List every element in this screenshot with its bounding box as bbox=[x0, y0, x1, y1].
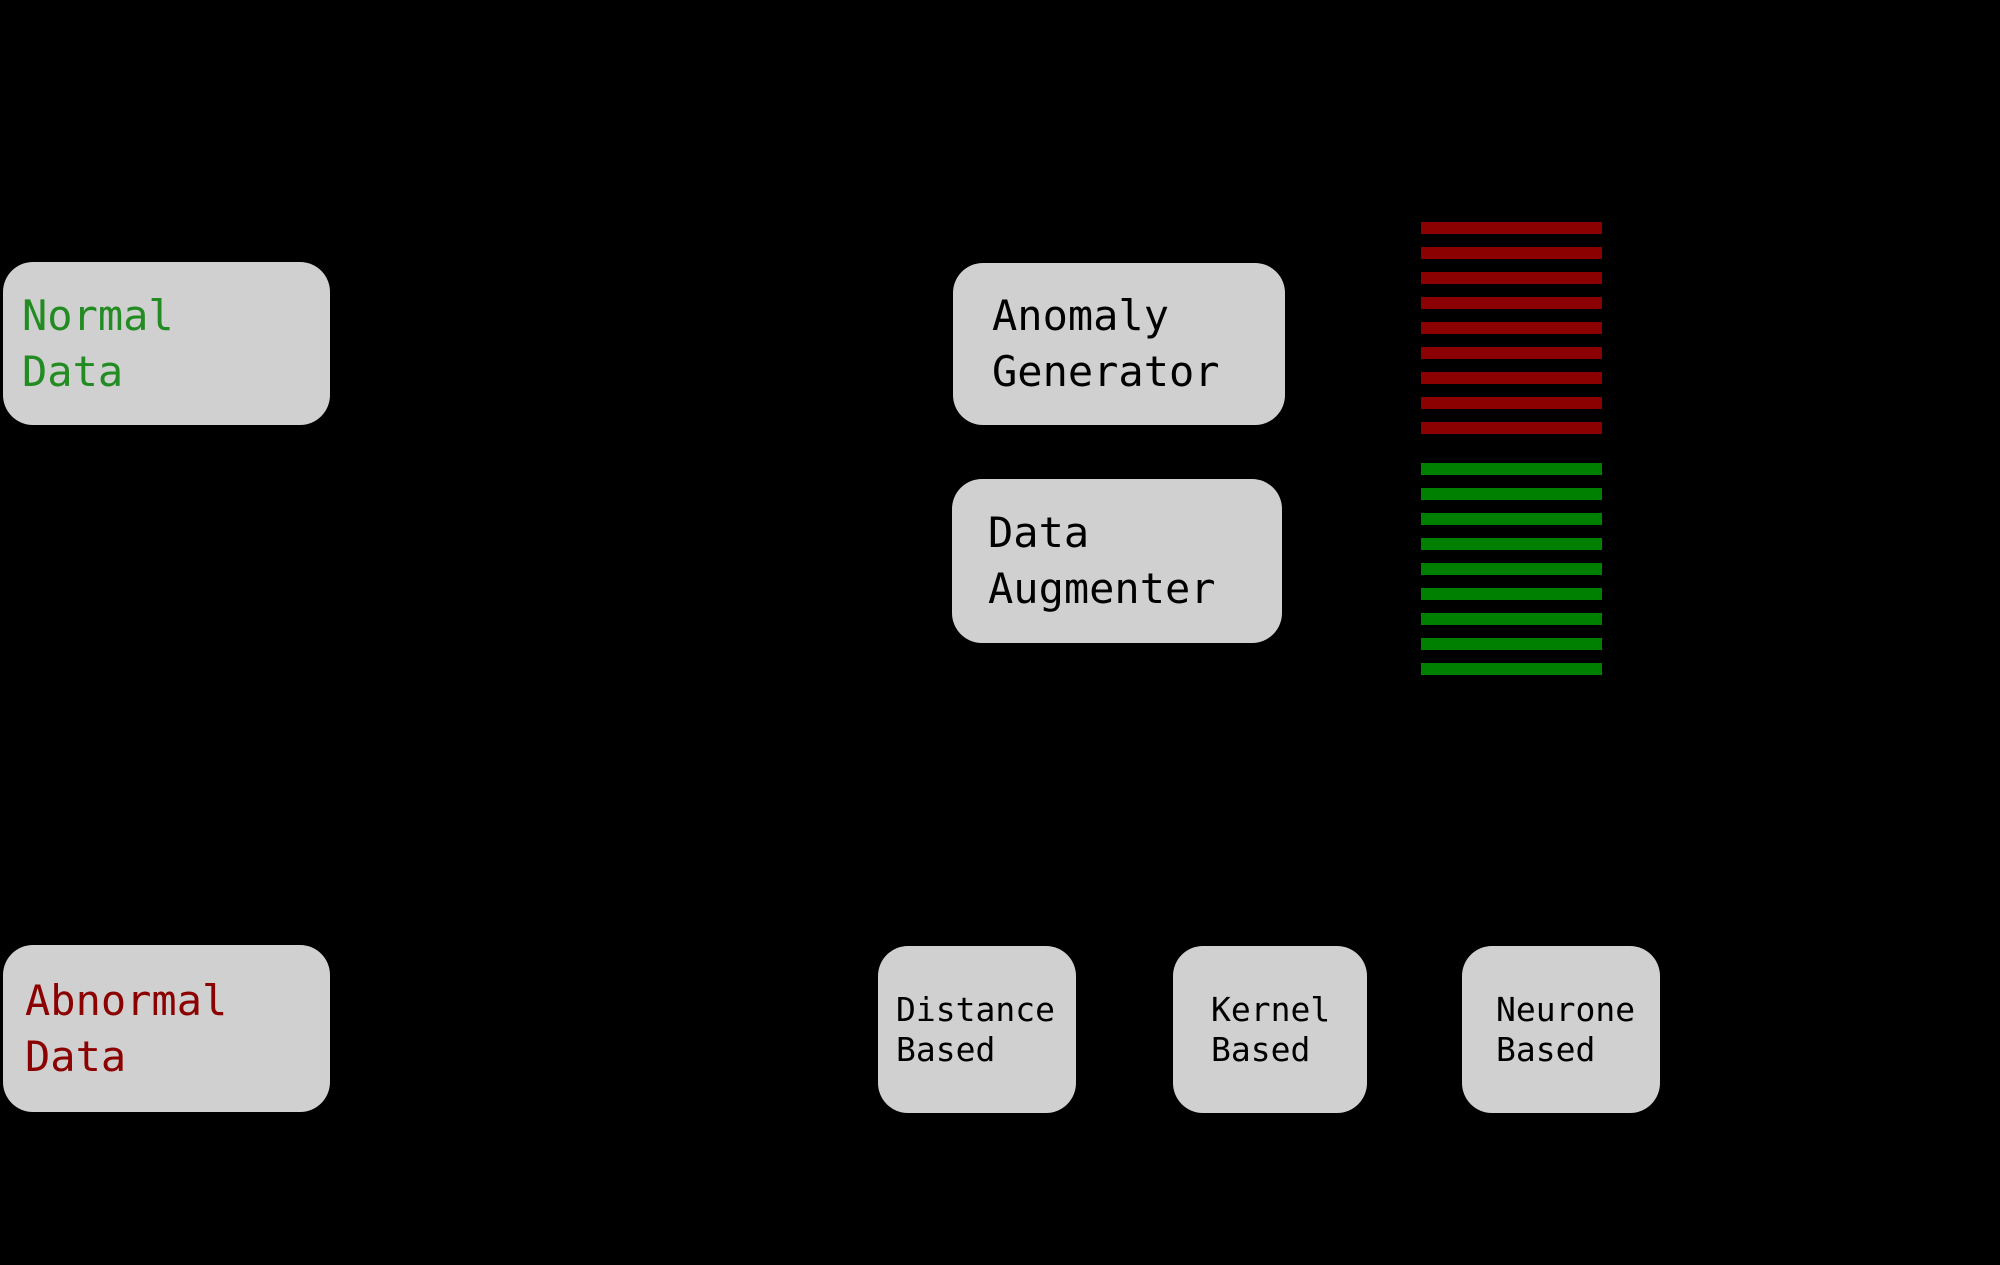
kernel-based-label-line1: Kernel bbox=[1211, 989, 1331, 1029]
normal-data-row bbox=[1421, 638, 1602, 650]
normal-data-row bbox=[1421, 613, 1602, 625]
anomaly-generator-node: Anomaly Generator bbox=[953, 263, 1285, 425]
neurone-based-label-line2: Based bbox=[1496, 1029, 1596, 1069]
abnormal-data-label-line1: Abnormal bbox=[25, 975, 228, 1025]
abnormal-data-row bbox=[1421, 297, 1602, 309]
abnormal-data-label-line2: Data bbox=[25, 1031, 127, 1081]
data-augmenter-label-line1: Data bbox=[988, 508, 1090, 557]
abnormal-data-stripes bbox=[1421, 222, 1602, 434]
data-augmenter-label-line2: Augmenter bbox=[988, 564, 1216, 613]
abnormal-data-row bbox=[1421, 397, 1602, 409]
distance-based-node: Distance Based bbox=[878, 946, 1076, 1113]
distance-based-label-line2: Based bbox=[896, 1029, 996, 1069]
abnormal-data-row bbox=[1421, 247, 1602, 259]
normal-data-label-line1: Normal bbox=[22, 290, 174, 340]
kernel-based-label-line2: Based bbox=[1211, 1029, 1311, 1069]
abnormal-data-row bbox=[1421, 272, 1602, 284]
normal-data-stripes bbox=[1421, 463, 1602, 675]
distance-based-label-line1: Distance bbox=[896, 989, 1055, 1029]
kernel-based-node: Kernel Based bbox=[1173, 946, 1367, 1113]
normal-data-row bbox=[1421, 538, 1602, 550]
normal-data-row bbox=[1421, 463, 1602, 475]
abnormal-data-row bbox=[1421, 422, 1602, 434]
normal-data-row bbox=[1421, 663, 1602, 675]
anomaly-generator-label-line1: Anomaly bbox=[992, 291, 1170, 340]
abnormal-data-row bbox=[1421, 322, 1602, 334]
normal-data-row bbox=[1421, 563, 1602, 575]
normal-data-node: Normal Data bbox=[3, 262, 330, 425]
abnormal-data-row bbox=[1421, 347, 1602, 359]
normal-data-row bbox=[1421, 513, 1602, 525]
normal-data-label-line2: Data bbox=[22, 346, 124, 396]
abnormal-data-node: Abnormal Data bbox=[3, 945, 330, 1112]
abnormal-data-row bbox=[1421, 222, 1602, 234]
anomaly-generator-label-line2: Generator bbox=[992, 347, 1220, 396]
normal-data-row bbox=[1421, 488, 1602, 500]
data-augmenter-node: Data Augmenter bbox=[952, 479, 1282, 643]
neurone-based-node: Neurone Based bbox=[1462, 946, 1660, 1113]
abnormal-data-row bbox=[1421, 372, 1602, 384]
neurone-based-label-line1: Neurone bbox=[1496, 989, 1636, 1029]
normal-data-row bbox=[1421, 588, 1602, 600]
